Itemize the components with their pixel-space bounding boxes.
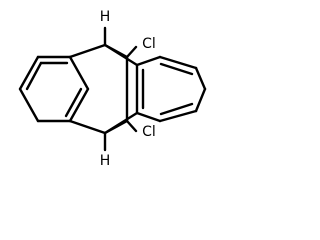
bond (158, 109, 198, 123)
bond (68, 43, 107, 59)
chemical-structure: H H Cl Cl (18, 9, 207, 169)
bridge-bond (103, 43, 139, 67)
chlorine-label-bottom: Cl (142, 124, 156, 140)
inner-double-bond (64, 87, 83, 118)
hydrogen-label-top: H (100, 9, 111, 25)
bond (135, 111, 162, 123)
bond (68, 55, 90, 91)
bond (68, 87, 90, 123)
right-benzene-ring (135, 55, 207, 123)
bond (194, 87, 207, 113)
bond (68, 119, 107, 135)
chlorine-label-top: Cl (142, 36, 156, 52)
bond (158, 55, 198, 70)
inner-double-bond (159, 102, 194, 116)
inner-double-bond (25, 61, 43, 91)
hydrogen-label-bottom: H (100, 153, 111, 169)
bond-to-cl (125, 119, 138, 133)
bond-to-cl (125, 45, 138, 59)
bond (194, 66, 207, 91)
bond (135, 55, 162, 67)
inner-double-bond (159, 62, 194, 76)
left-benzene-ring (18, 55, 90, 123)
bridge-bond (103, 111, 139, 135)
bond (18, 55, 40, 91)
bridgehead-bonds (68, 26, 139, 152)
bond (18, 87, 40, 123)
